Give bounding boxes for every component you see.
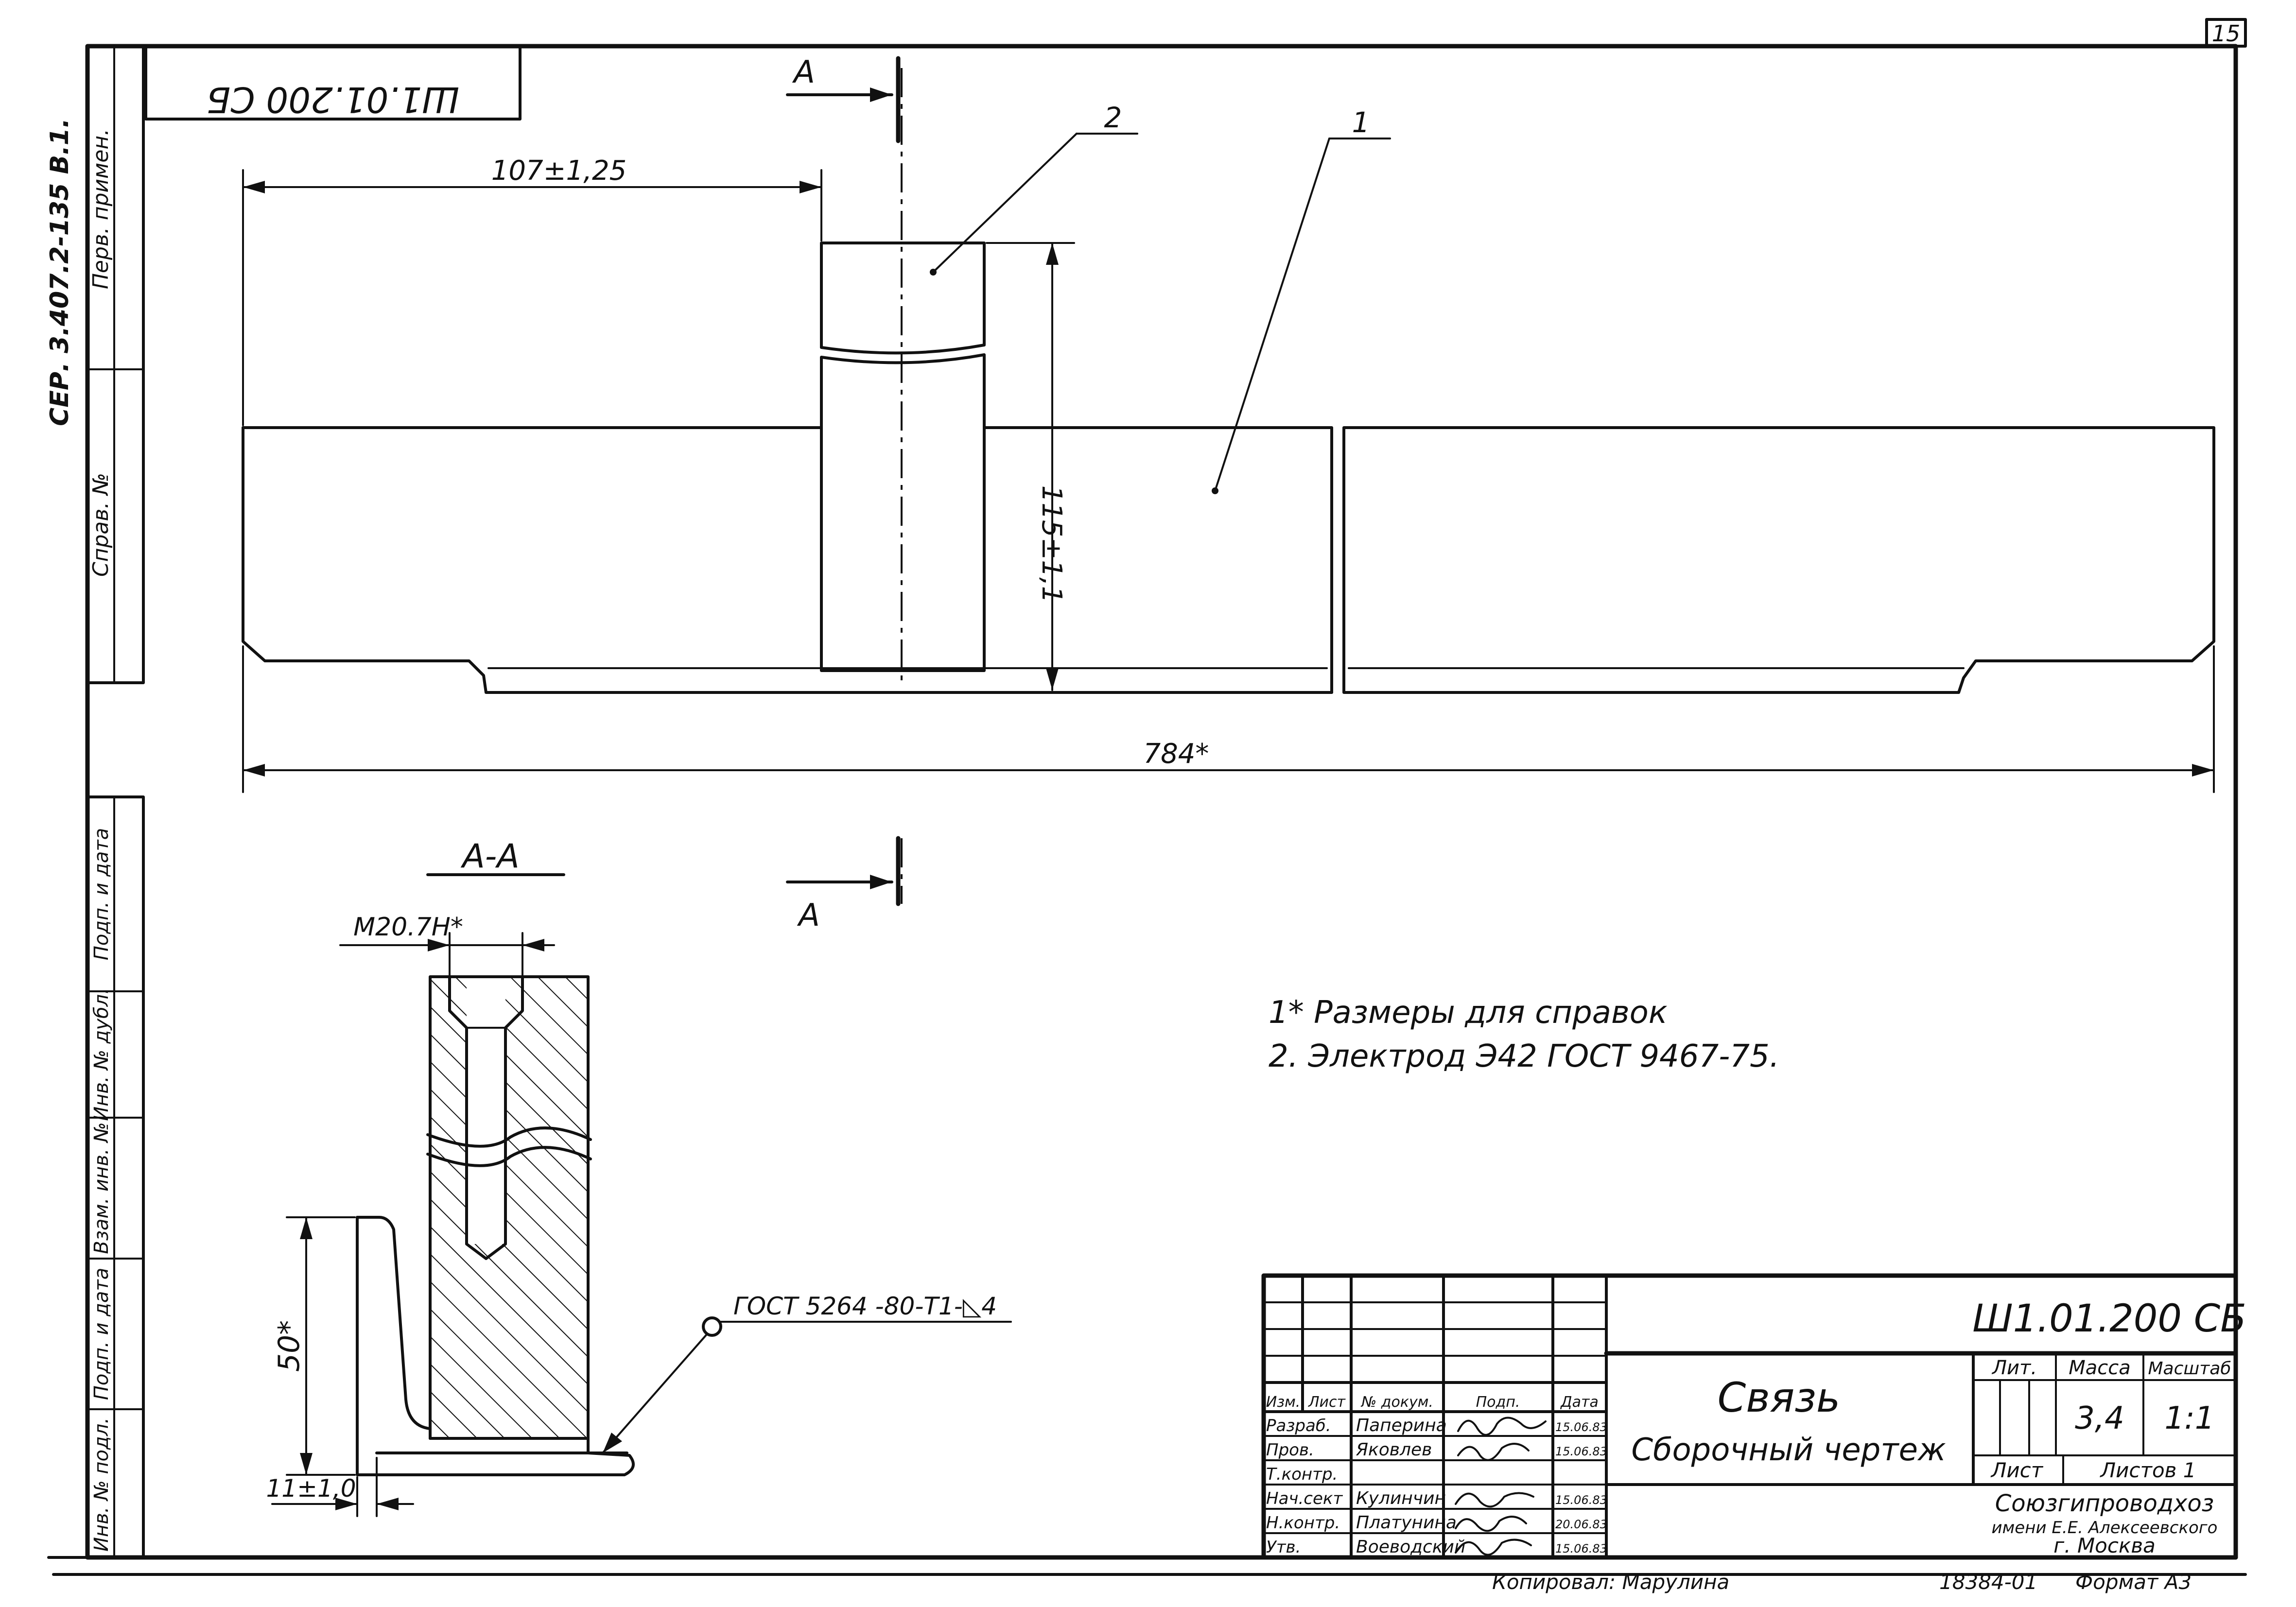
weld-symbol: ГОСТ 5264 -80-Т1-◺4 <box>733 1292 997 1320</box>
tb-lit-header: Лит. <box>1991 1357 2037 1379</box>
footer-copied: Копировал: Марулина <box>1492 1570 1729 1594</box>
tb-date: 15.06.83 <box>1555 1493 1607 1507</box>
tb-person: Паперина <box>1356 1416 1447 1435</box>
dim-107: 107±1,25 <box>491 155 627 187</box>
signatures <box>1455 1417 1547 1556</box>
dim-115-lines <box>986 242 1075 691</box>
note-1: 1* Размеры для справок <box>1269 995 1668 1031</box>
series-label: СЕР. 3.407.2-135 В.1. <box>45 118 74 426</box>
inv-dup-label: Инв. № дубл. <box>90 988 113 1121</box>
tb-org-line2: имени Е.Е. Алексеевского <box>1992 1518 2218 1538</box>
side-column <box>86 45 145 1559</box>
tb-person: Воеводский <box>1356 1537 1465 1557</box>
first-use-label: Перв. примен. <box>88 129 113 289</box>
tb-col-docno: № докум. <box>1360 1394 1433 1411</box>
tb-role: Т.контр. <box>1266 1465 1338 1484</box>
position-leaders <box>930 133 1391 494</box>
mirrored-designation: Ш1.01.200 СБ <box>207 79 459 120</box>
title-block <box>1261 1273 2238 1560</box>
tb-mass-header: Масса <box>2069 1357 2131 1379</box>
footer-inv-no: 18384-01 <box>1939 1570 2037 1594</box>
dim-50: 50* <box>272 1320 306 1372</box>
tb-role: Разраб. <box>1266 1416 1331 1435</box>
dim-11: 11±1,0 <box>266 1474 356 1503</box>
tb-scale-header: Масштаб <box>2148 1359 2231 1379</box>
tb-role: Нач.сект <box>1266 1489 1343 1508</box>
tb-col-sheet: Лист <box>1308 1394 1346 1411</box>
tb-date: 15.06.83 <box>1555 1420 1607 1434</box>
tb-sheet-label: Лист <box>1990 1458 2044 1482</box>
tb-role: Н.контр. <box>1266 1513 1340 1533</box>
inv-orig-label: Инв. № подл. <box>90 1417 113 1552</box>
sign-date-label-1: Подп. и дата <box>90 828 113 960</box>
dim-784: 784* <box>1144 738 1209 770</box>
tb-person: Кулинчин <box>1356 1488 1446 1508</box>
tb-person: Яковлев <box>1356 1440 1432 1460</box>
tb-col-change: Изм. <box>1266 1394 1301 1411</box>
tb-col-date: Дата <box>1560 1394 1599 1411</box>
tb-scale: 1:1 <box>2165 1400 2215 1436</box>
footer-format: Формат А3 <box>2075 1570 2192 1594</box>
section-view <box>271 932 1012 1517</box>
tb-sheets-label: Листов 1 <box>2100 1458 2196 1482</box>
pos-2-label: 2 <box>1104 101 1122 134</box>
tb-person: Платунина <box>1356 1513 1457 1533</box>
sign-date-label-2: Подп. и дата <box>90 1268 113 1400</box>
thread-label: М20.7Н* <box>353 913 463 942</box>
replace-inv-label: Взам. инв. № <box>90 1122 113 1254</box>
tb-doc-type: Сборочный чертеж <box>1631 1432 1946 1468</box>
mirrored-designation-box <box>144 45 522 121</box>
section-title: А-А <box>460 837 520 876</box>
note-2: 2. Электрод Э42 ГОСТ 9467-75. <box>1269 1038 1779 1074</box>
tb-col-sign: Подп. <box>1476 1394 1520 1411</box>
dim-115: 115±1,1 <box>1036 485 1067 604</box>
tb-role: Пров. <box>1266 1440 1314 1460</box>
tb-name: Связь <box>1718 1374 1841 1421</box>
sheet-number: 15 <box>2212 20 2241 47</box>
sheet-frame <box>47 18 2247 1576</box>
main-view <box>242 56 2215 906</box>
section-mark-bottom: А <box>797 898 820 933</box>
dim-107-lines <box>242 169 822 426</box>
dim-784-lines <box>242 645 2215 793</box>
pos-1-label: 1 <box>1352 106 1370 139</box>
tb-designation: Ш1.01.200 СБ <box>1972 1297 2246 1341</box>
section-mark-top: А <box>792 54 815 90</box>
tb-mass: 3,4 <box>2075 1400 2124 1436</box>
tb-role: Утв. <box>1266 1538 1301 1557</box>
tb-org-line1: Союзгипроводхоз <box>1995 1490 2214 1517</box>
tb-org-line3: г. Москва <box>2053 1534 2156 1557</box>
tb-date: 20.06.83 <box>1555 1518 1607 1531</box>
tb-date: 15.06.83 <box>1555 1542 1607 1555</box>
tb-date: 15.06.83 <box>1555 1445 1607 1458</box>
ref-no-label: Справ. № <box>88 473 113 577</box>
